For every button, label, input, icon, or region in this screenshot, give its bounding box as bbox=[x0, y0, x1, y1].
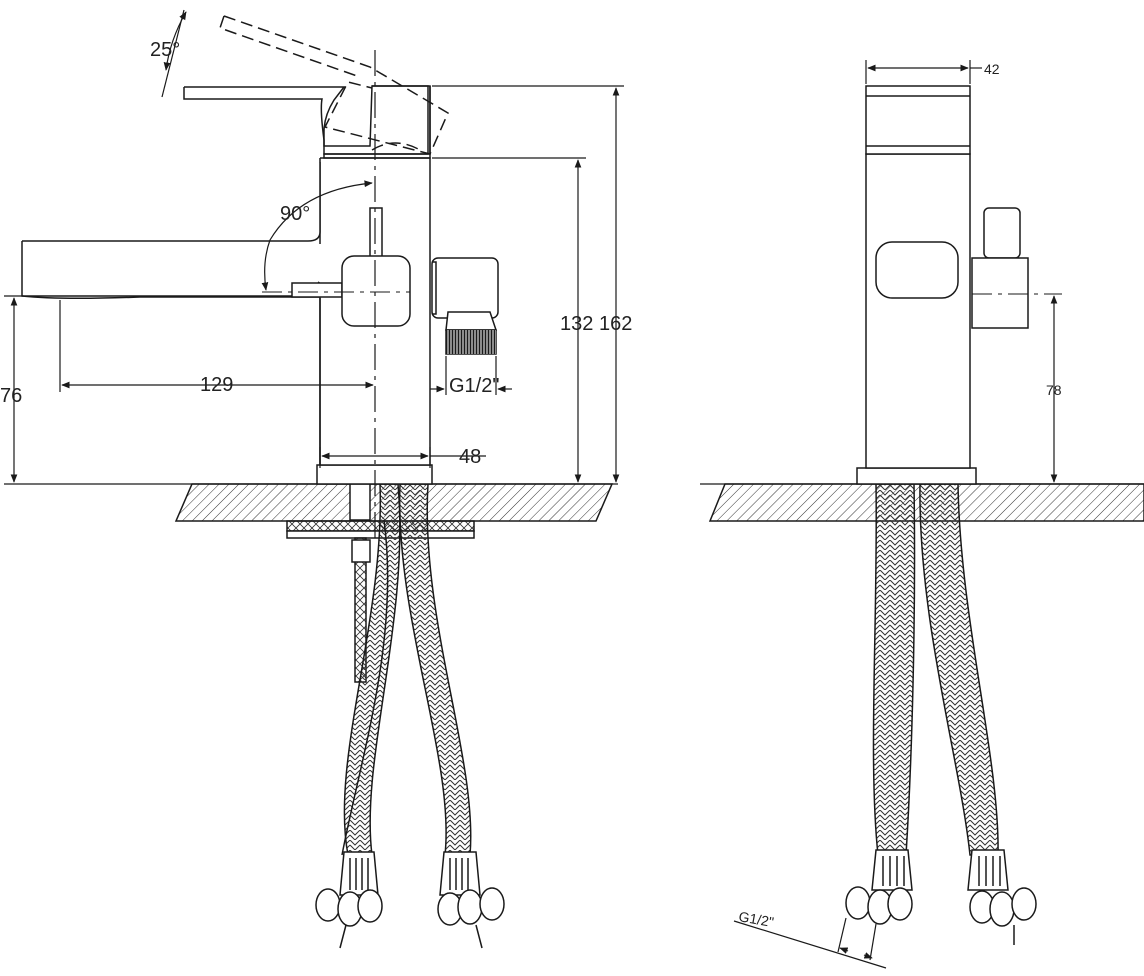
threaded-stud bbox=[349, 483, 371, 683]
label-body-width: 42 bbox=[984, 61, 1000, 77]
label-spout-reach: 129 bbox=[200, 374, 233, 396]
angle-90-dim bbox=[261, 180, 373, 291]
countertop-section bbox=[4, 483, 618, 522]
label-handle-rotation: 90° bbox=[280, 203, 310, 225]
supply-hoses-front bbox=[872, 483, 999, 856]
side-view bbox=[4, 9, 624, 949]
label-spout-height: 76 bbox=[0, 385, 22, 407]
dim-hose-thread bbox=[733, 917, 887, 969]
shower-outlet bbox=[431, 257, 499, 355]
label-outlet-thread: G1/2" bbox=[449, 375, 499, 397]
base-ring-front bbox=[856, 467, 977, 485]
label-total-height: 162 bbox=[599, 313, 632, 335]
handle-open-dashed bbox=[219, 15, 449, 155]
dim-42 bbox=[865, 60, 982, 84]
label-outlet-height: 78 bbox=[1046, 382, 1062, 398]
shower-outlet-front bbox=[971, 207, 1062, 329]
dim-outlet-thread bbox=[430, 356, 512, 395]
dim-76 bbox=[4, 295, 22, 483]
front-view bbox=[700, 60, 1144, 969]
angle-25-dim bbox=[161, 9, 187, 98]
hose-fittings-front bbox=[845, 849, 1037, 945]
label-body-height: 132 bbox=[560, 313, 593, 335]
diverter-knob-front bbox=[875, 241, 959, 299]
dim-129 bbox=[59, 300, 374, 392]
label-base-width: 48 bbox=[459, 446, 481, 468]
dim-48 bbox=[319, 447, 486, 468]
hose-fittings-side bbox=[315, 851, 505, 949]
dim-132 bbox=[432, 157, 586, 483]
label-handle-tilt: 25° bbox=[150, 39, 180, 61]
side-view-labels: 25° 90° 129 76 G1/2" 48 132 162 bbox=[0, 39, 632, 468]
label-hose-thread: G1/2" bbox=[737, 908, 775, 930]
handle-closed bbox=[183, 85, 431, 159]
front-view-labels: 42 78 G1/2" bbox=[737, 61, 1061, 930]
spout bbox=[21, 162, 343, 300]
faucet-body-front bbox=[865, 85, 971, 469]
dim-162 bbox=[432, 85, 624, 483]
